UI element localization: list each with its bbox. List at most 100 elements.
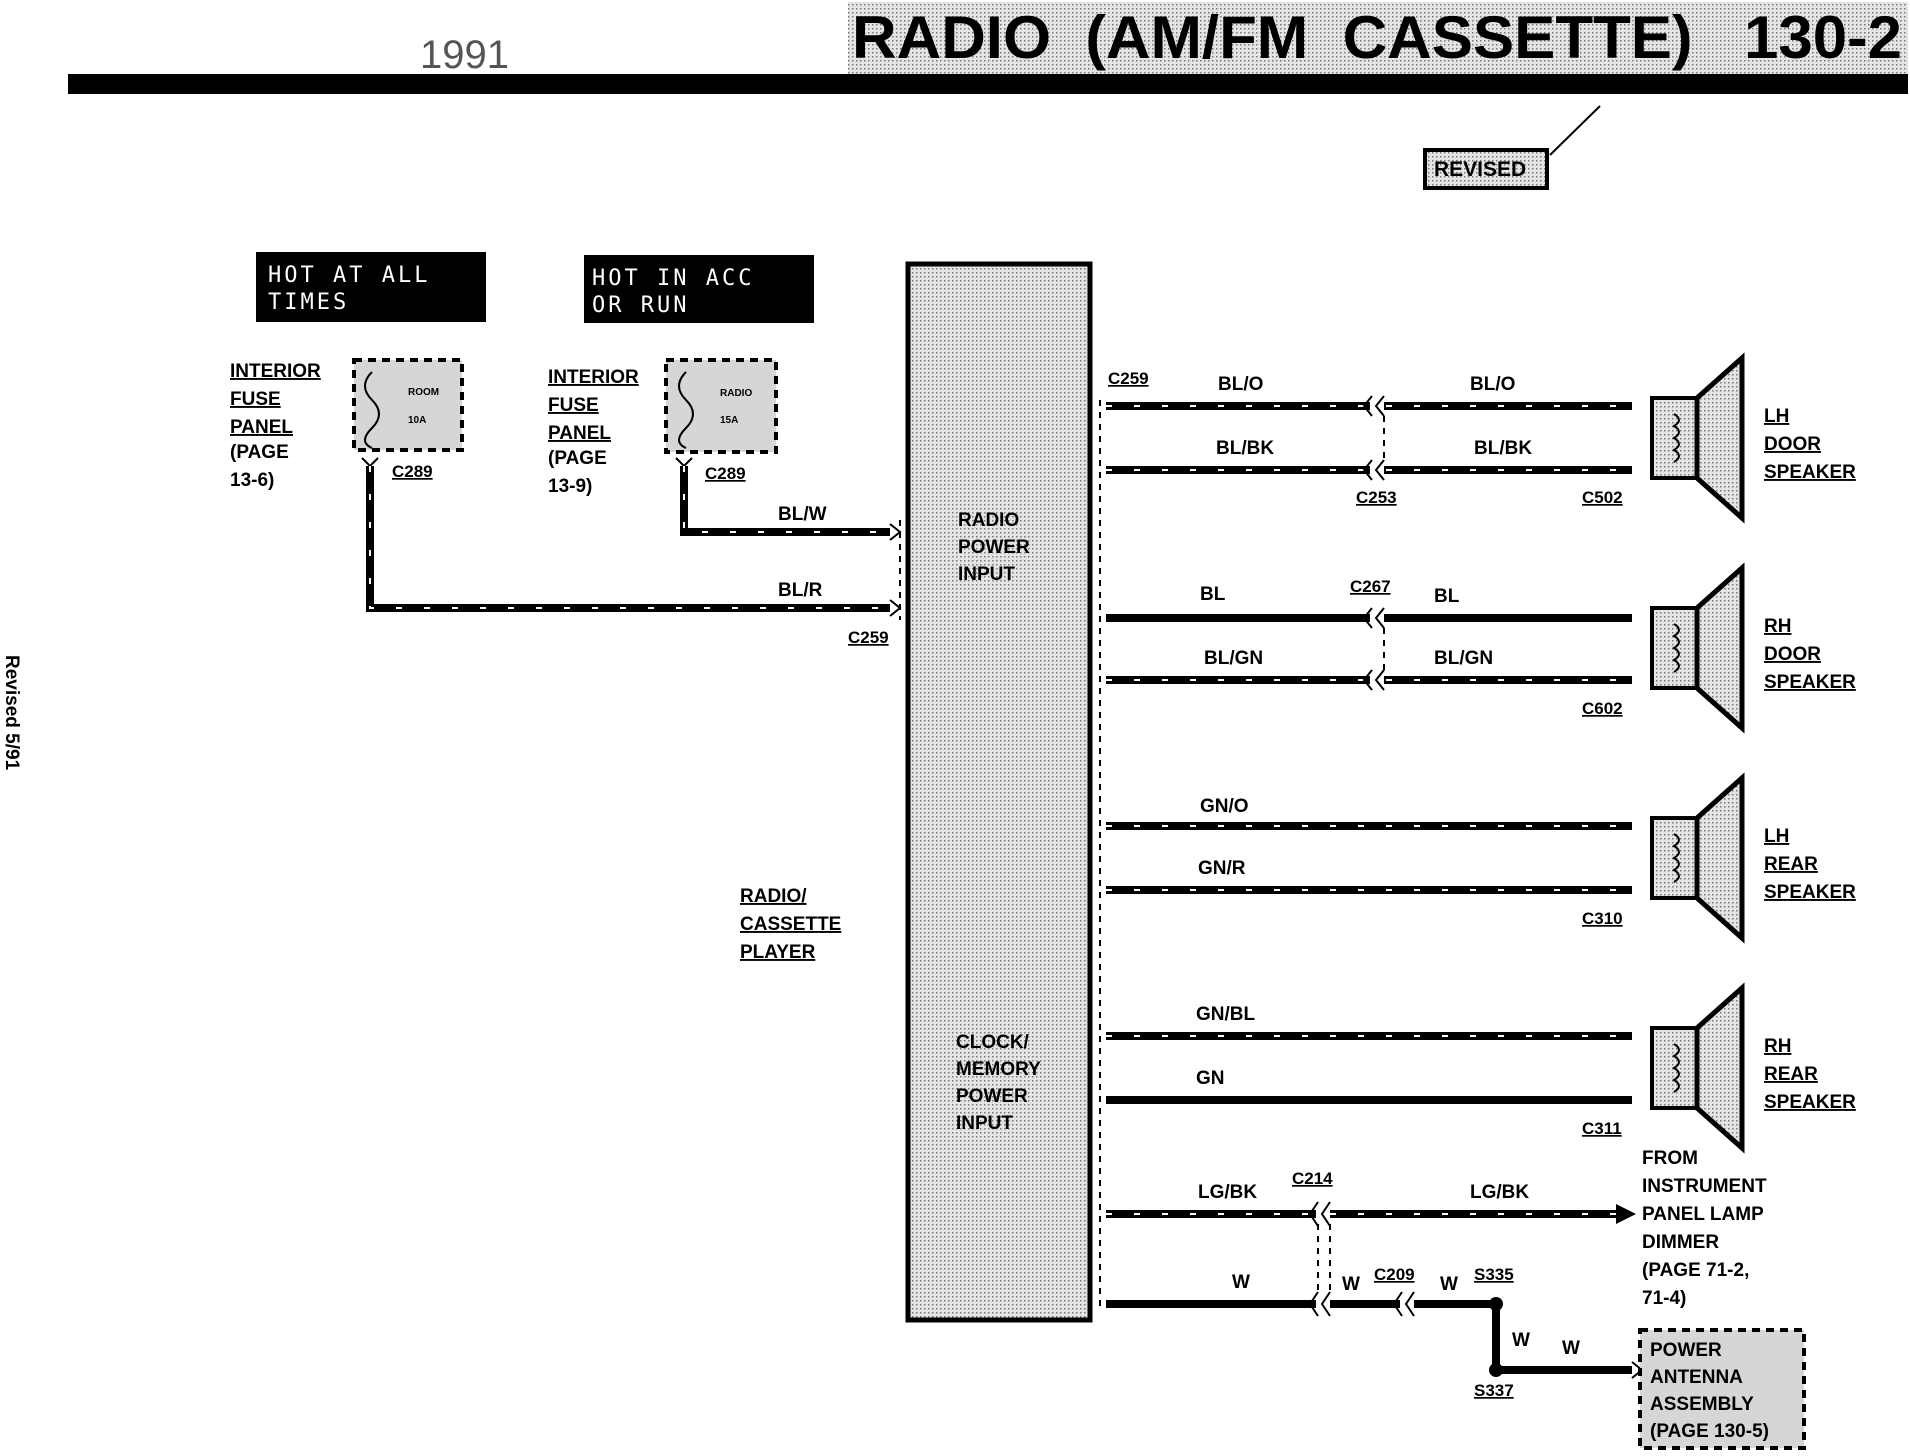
clock-memory-line2: MEMORY bbox=[956, 1059, 1041, 1080]
lh-door-speaker-icon bbox=[1652, 358, 1742, 518]
antenna-wire-e: W bbox=[1562, 1338, 1580, 1359]
rh-door-wire1-right: BL bbox=[1434, 586, 1460, 607]
lh-rear-wire1: GN/O bbox=[1200, 796, 1249, 817]
antenna-circuit: W W W W W C209 S335 S337 POWER ANTENNA A… bbox=[1106, 1265, 1806, 1450]
lh-rear-speaker-icon bbox=[1652, 778, 1742, 938]
radio-label-line1: RADIO/ bbox=[740, 886, 807, 907]
lh-door-wire1-left: BL/O bbox=[1218, 374, 1263, 395]
hot-at-all-times-line2: TIMES bbox=[268, 290, 349, 315]
fuse-2-connector: C289 bbox=[705, 464, 746, 483]
dimmer-circuit: LG/BK LG/BK C214 FROM INSTRUMENT PANEL L… bbox=[1106, 1148, 1767, 1309]
fuse-panel-2-line2: FUSE bbox=[548, 395, 599, 416]
interior-fuse-panel-2: INTERIOR FUSE PANEL (PAGE 13-9) RADIO 15… bbox=[548, 358, 778, 497]
lh-door-name-line3: SPEAKER bbox=[1764, 462, 1856, 483]
fuse-1-rating: 10A bbox=[408, 415, 426, 426]
fuse-panel-1-line1: INTERIOR bbox=[230, 361, 321, 382]
splice-s335: S335 bbox=[1474, 1265, 1514, 1284]
fuse-2-name: RADIO bbox=[720, 388, 752, 399]
clock-memory-line1: CLOCK/ bbox=[956, 1032, 1030, 1053]
fuse-box-1 bbox=[352, 358, 464, 452]
page-title: RADIO (AM/FM CASSETTE) 130-2 bbox=[852, 4, 1902, 71]
lh-rear-speaker-circuit: GN/O GN/R C310 LH REAR SPEAKER bbox=[1106, 778, 1856, 938]
dimmer-label-line3: PANEL LAMP bbox=[1642, 1204, 1764, 1225]
lh-door-wire2-left: BL/BK bbox=[1216, 438, 1274, 459]
lh-rear-wire2: GN/R bbox=[1198, 858, 1246, 879]
hot-at-all-times-line1: HOT AT ALL bbox=[268, 263, 430, 288]
lh-door-mid-connector: C253 bbox=[1356, 488, 1397, 507]
fuse-panel-2-line3: PANEL bbox=[548, 423, 611, 444]
wire-bl-w-label: BL/W bbox=[778, 504, 827, 525]
splice-s337: S337 bbox=[1474, 1381, 1514, 1400]
dimmer-wire-right: LG/BK bbox=[1470, 1182, 1529, 1203]
radio-label-line2: CASSETTE bbox=[740, 914, 841, 935]
rh-door-wire1-left: BL bbox=[1200, 584, 1226, 605]
antenna-wire-d: W bbox=[1512, 1330, 1530, 1351]
hot-in-acc-run-banner: HOT IN ACC OR RUN bbox=[584, 255, 814, 323]
power-input-wires: BL/W BL/R C259 bbox=[361, 457, 902, 647]
fuse-1-connector-symbol bbox=[361, 457, 379, 468]
hot-at-all-times-banner: HOT AT ALL TIMES bbox=[256, 252, 486, 322]
antenna-label-line3: ASSEMBLY bbox=[1650, 1394, 1754, 1415]
output-connector: C259 bbox=[1108, 369, 1149, 388]
radio-label-line3: PLAYER bbox=[740, 942, 816, 963]
antenna-connector: C209 bbox=[1374, 1265, 1415, 1284]
year-label: 1991 bbox=[420, 33, 509, 77]
rh-rear-name-line1: RH bbox=[1764, 1036, 1791, 1057]
rh-door-end-connector: C602 bbox=[1582, 699, 1623, 718]
rh-door-name-line2: DOOR bbox=[1764, 644, 1821, 665]
power-input-connector: C259 bbox=[848, 628, 889, 647]
fuse-icon-1 bbox=[364, 371, 380, 449]
radio-power-input-line2: POWER bbox=[958, 537, 1030, 558]
clock-memory-line3: POWER bbox=[956, 1086, 1028, 1107]
fuse-panel-1-line5: 13-6) bbox=[230, 470, 274, 491]
lh-rear-end-connector: C310 bbox=[1582, 909, 1623, 928]
fuse-box-2 bbox=[664, 358, 778, 454]
radio-power-input-line1: RADIO bbox=[958, 510, 1019, 531]
antenna-label-line2: ANTENNA bbox=[1650, 1367, 1743, 1388]
fuse-icon-2 bbox=[678, 371, 694, 449]
dimmer-arrow bbox=[1616, 1204, 1636, 1224]
clock-memory-line4: INPUT bbox=[956, 1113, 1013, 1134]
radio-cassette-unit: RADIO POWER INPUT CLOCK/ MEMORY POWER IN… bbox=[740, 261, 1093, 1323]
lh-rear-name-line3: SPEAKER bbox=[1764, 882, 1856, 903]
fuse-2-connector-symbol bbox=[675, 457, 693, 468]
title-bar bbox=[848, 2, 1908, 74]
wire-bl-r-label: BL/R bbox=[778, 580, 823, 601]
rh-rear-wire1: GN/BL bbox=[1196, 1004, 1256, 1025]
hot-in-acc-line1: HOT IN ACC bbox=[592, 266, 754, 291]
wire-bl-w bbox=[680, 466, 890, 536]
rh-door-wire2-right: BL/GN bbox=[1434, 648, 1493, 669]
radio-power-input-line3: INPUT bbox=[958, 564, 1015, 585]
lh-door-end-connector: C502 bbox=[1582, 488, 1623, 507]
dimmer-label-line5: (PAGE 71-2, bbox=[1642, 1260, 1749, 1281]
dimmer-label-line6: 71-4) bbox=[1642, 1288, 1686, 1309]
lh-door-name-line2: DOOR bbox=[1764, 434, 1821, 455]
fuse-panel-1-line2: FUSE bbox=[230, 389, 281, 410]
lh-door-name-line1: LH bbox=[1764, 406, 1789, 427]
fuse-panel-2-line5: 13-9) bbox=[548, 476, 592, 497]
rh-rear-name-line3: SPEAKER bbox=[1764, 1092, 1856, 1113]
antenna-label-line4: (PAGE 130-5) bbox=[1650, 1421, 1769, 1442]
fuse-1-connector: C289 bbox=[392, 462, 433, 481]
lh-rear-name-line1: LH bbox=[1764, 826, 1789, 847]
rh-door-mid-connector: C267 bbox=[1350, 577, 1391, 596]
lh-door-speaker-circuit: BL/O BL/O BL/BK BL/BK C253 C502 LH DOOR … bbox=[1106, 358, 1856, 518]
wire-bl-r-hatch bbox=[369, 466, 890, 609]
lh-door-wire2-right: BL/BK bbox=[1474, 438, 1532, 459]
rh-rear-speaker-icon bbox=[1652, 988, 1742, 1148]
rh-rear-wire2: GN bbox=[1196, 1068, 1225, 1089]
fuse-panel-1-line3: PANEL bbox=[230, 417, 293, 438]
fuse-panel-2-line1: INTERIOR bbox=[548, 367, 639, 388]
interior-fuse-panel-1: INTERIOR FUSE PANEL (PAGE 13-6) ROOM 10A… bbox=[230, 358, 464, 491]
dimmer-connector: C214 bbox=[1292, 1169, 1333, 1188]
rh-door-speaker-icon bbox=[1652, 568, 1742, 728]
header-rule bbox=[68, 74, 1908, 94]
fuse-2-rating: 15A bbox=[720, 415, 738, 426]
rh-rear-end-connector: C311 bbox=[1582, 1119, 1622, 1138]
rh-door-name-line1: RH bbox=[1764, 616, 1791, 637]
power-antenna-box bbox=[1638, 1328, 1806, 1450]
dimmer-wire-left: LG/BK bbox=[1198, 1182, 1257, 1203]
hot-in-acc-line2: OR RUN bbox=[592, 293, 689, 318]
radio-body bbox=[905, 261, 1093, 1323]
